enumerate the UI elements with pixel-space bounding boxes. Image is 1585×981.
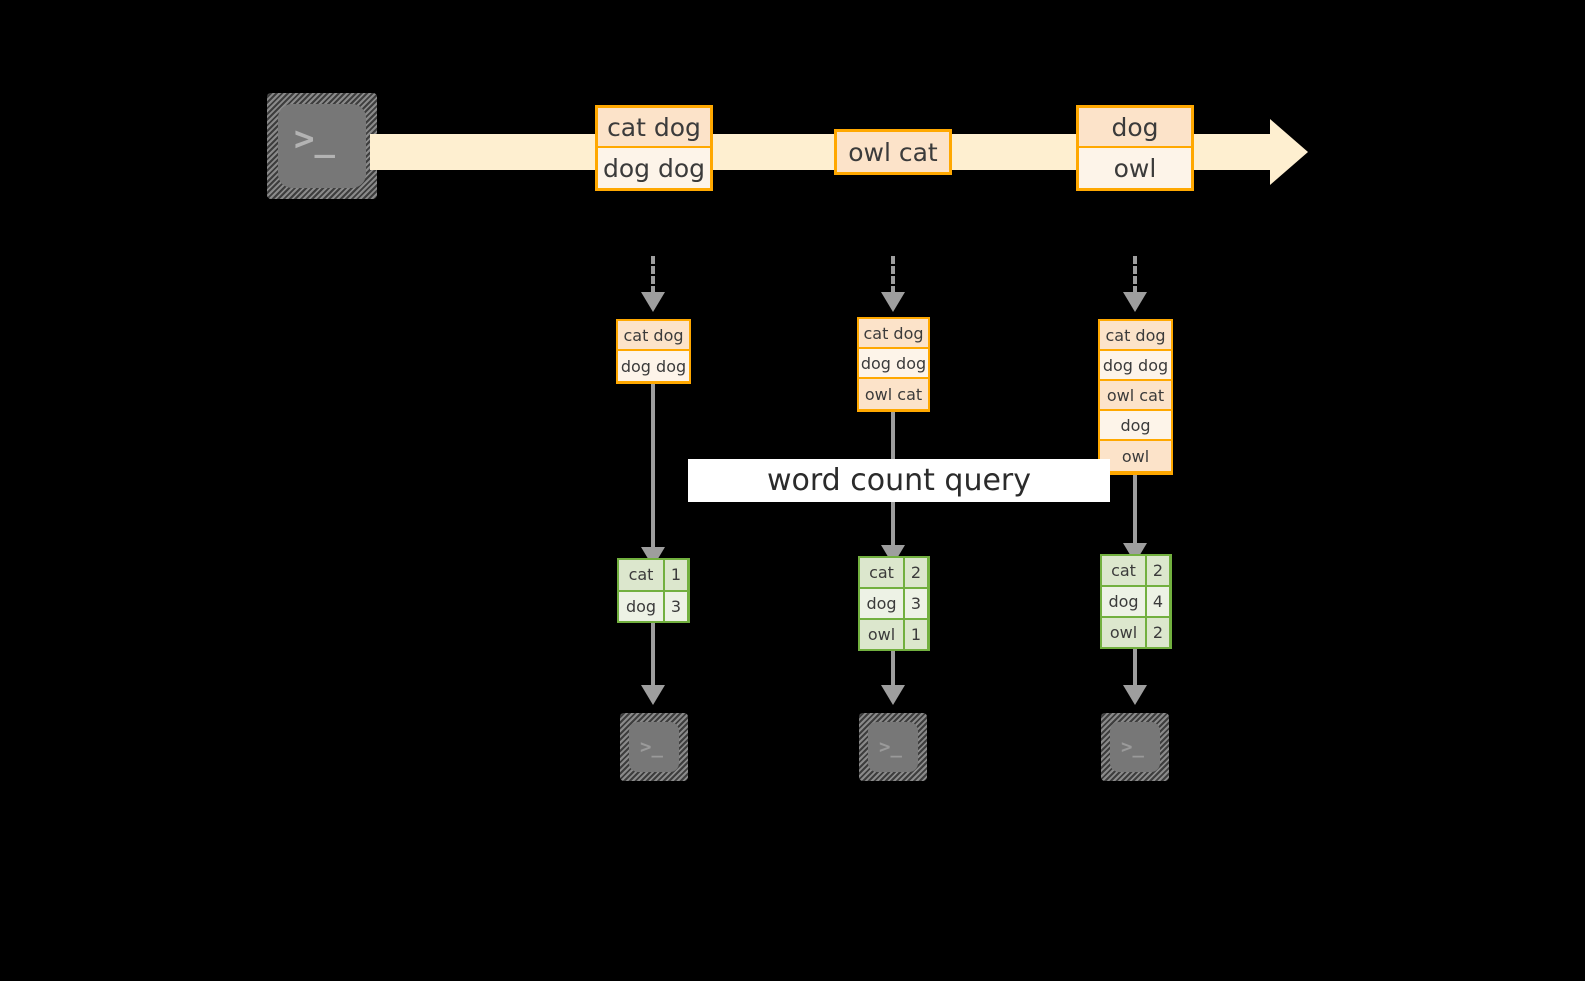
sink-terminal-icon-1: >_ [620, 713, 688, 781]
snapshot-line: dog [1100, 411, 1171, 441]
result-count: 2 [1147, 618, 1169, 647]
result-count: 3 [665, 591, 687, 621]
result-to-sink-connector-2 [891, 651, 895, 689]
snapshot-line: dog dog [618, 351, 689, 381]
query-label-text: word count query [766, 463, 1032, 498]
result-to-sink-arrowhead-1 [641, 685, 665, 705]
stream-message-3: dog owl [1076, 105, 1194, 191]
message-line: cat dog [598, 108, 710, 148]
snapshot-line: dog dog [859, 349, 928, 379]
stream-to-snapshot-arrowhead-3 [1123, 292, 1147, 312]
snapshot-line: owl cat [859, 379, 928, 409]
snapshot-table-2: cat dog dog dog owl cat [857, 317, 930, 412]
sink-terminal-icon-2: >_ [859, 713, 927, 781]
terminal-prompt-glyph: >_ [879, 736, 902, 758]
result-word: owl [860, 620, 905, 649]
result-count: 4 [1147, 587, 1169, 616]
result-to-sink-arrowhead-2 [881, 685, 905, 705]
result-row: owl 2 [1102, 618, 1170, 647]
result-to-sink-connector-3 [1133, 649, 1137, 689]
message-line: owl cat [837, 132, 949, 172]
result-row: owl 1 [860, 620, 928, 649]
result-table-1: cat 1 dog 3 [617, 558, 690, 623]
result-word: dog [1102, 587, 1147, 616]
stream-to-snapshot-arrowhead-1 [641, 292, 665, 312]
result-row: cat 2 [1102, 556, 1170, 587]
stream-to-snapshot-connector-3 [1133, 256, 1137, 294]
result-table-2: cat 2 dog 3 owl 1 [858, 556, 930, 651]
query-label: word count query [688, 459, 1110, 502]
stream-to-snapshot-connector-2 [891, 256, 895, 294]
terminal-screen: >_ [278, 104, 366, 188]
result-word: dog [860, 589, 905, 618]
snapshot-line: owl cat [1100, 381, 1171, 411]
terminal-screen: >_ [629, 722, 679, 772]
result-count: 1 [665, 560, 687, 590]
result-word: dog [619, 591, 665, 621]
snapshot-line: dog dog [1100, 351, 1171, 381]
stream-message-2: owl cat [834, 129, 952, 175]
terminal-prompt-glyph: >_ [294, 119, 335, 159]
result-row: cat 1 [619, 560, 688, 592]
result-to-sink-connector-1 [651, 623, 655, 689]
result-row: dog 3 [619, 591, 688, 621]
snapshot-table-3: cat dog dog dog owl cat dog owl [1098, 319, 1173, 475]
stream-arrow-head [1270, 119, 1308, 185]
snapshot-line: cat dog [618, 321, 689, 351]
snapshot-table-1: cat dog dog dog [616, 319, 691, 384]
result-table-3: cat 2 dog 4 owl 2 [1100, 554, 1172, 649]
source-terminal-icon: >_ [267, 93, 377, 199]
snapshot-to-result-connector-3 [1133, 475, 1137, 548]
result-count: 3 [905, 589, 927, 618]
result-count: 1 [905, 620, 927, 649]
snapshot-line: cat dog [859, 319, 928, 349]
terminal-screen: >_ [1110, 722, 1160, 772]
message-line: dog [1079, 108, 1191, 148]
terminal-prompt-glyph: >_ [1121, 736, 1144, 758]
snapshot-line: cat dog [1100, 321, 1171, 351]
result-word: cat [619, 560, 665, 590]
result-row: cat 2 [860, 558, 928, 589]
result-word: cat [1102, 556, 1147, 585]
result-count: 2 [905, 558, 927, 587]
stream-message-1: cat dog dog dog [595, 105, 713, 191]
result-word: cat [860, 558, 905, 587]
stream-to-snapshot-arrowhead-2 [881, 292, 905, 312]
message-line: owl [1079, 148, 1191, 188]
terminal-screen: >_ [868, 722, 918, 772]
sink-terminal-icon-3: >_ [1101, 713, 1169, 781]
result-to-sink-arrowhead-3 [1123, 685, 1147, 705]
result-count: 2 [1147, 556, 1169, 585]
result-row: dog 4 [1102, 587, 1170, 618]
result-row: dog 3 [860, 589, 928, 620]
result-word: owl [1102, 618, 1147, 647]
stream-to-snapshot-connector-1 [651, 256, 655, 294]
snapshot-to-result-connector-1 [651, 384, 655, 551]
terminal-prompt-glyph: >_ [640, 736, 663, 758]
message-line: dog dog [598, 148, 710, 188]
snapshot-line: owl [1100, 441, 1171, 471]
